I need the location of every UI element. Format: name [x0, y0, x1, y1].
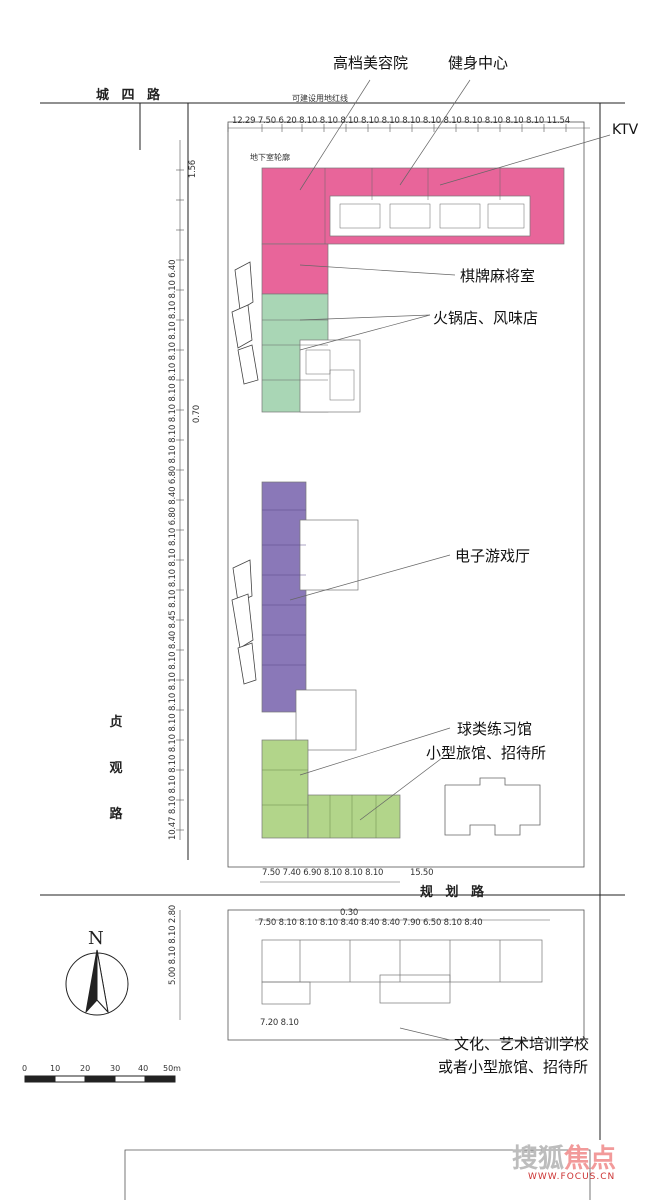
zone-arcade — [261, 481, 307, 713]
callout-arcade: 电子游戏厅 — [455, 547, 531, 565]
core-b — [299, 519, 359, 591]
dim-bottom-2: 15.50 — [410, 868, 434, 878]
scale-bar-graphic — [24, 1075, 176, 1083]
building-c — [261, 739, 401, 839]
building-b — [261, 481, 359, 751]
callout-hotel: 小型旅馆、招待所 — [426, 744, 547, 762]
scale-tick-10: 10 — [50, 1064, 61, 1073]
callout-ball: 球类练习馆 — [457, 720, 533, 738]
zone-ball-hotel-wing — [307, 794, 401, 839]
dim-left-inner-1: 1.56 — [188, 160, 198, 179]
redline-label: 可建设用地红线 — [292, 94, 348, 103]
dim-lower-left: 5.00 8.10 8.10 2.80 — [168, 905, 178, 986]
road-south-label: 规 划 路 — [420, 885, 489, 900]
callout-ktv: KTV — [612, 122, 639, 138]
callout-fitness: 健身中心 — [448, 54, 509, 72]
dim-lower-top: 7.50 8.10 8.10 8.10 8.40 8.40 8.40 7.90 … — [258, 918, 483, 928]
building-d — [261, 939, 543, 1005]
dim-top: 12.29 7.50 6.20 8.10 8.10 8.10 8.10 8.10… — [232, 116, 570, 126]
road-west-label: 贞 观 路 — [109, 715, 123, 822]
callout-mahjong: 棋牌麻将室 — [460, 267, 536, 285]
landscape-features — [231, 261, 259, 685]
callout-school-2: 或者小型旅馆、招待所 — [438, 1058, 589, 1076]
dim-left-inner-2: 0.70 — [192, 405, 202, 424]
adjacent-building — [444, 777, 541, 836]
dim-lower-bottom: 7.20 8.10 — [260, 1018, 299, 1028]
leader-lines — [289, 79, 611, 1041]
dimension-ticks — [176, 124, 567, 831]
zone-mahjong — [261, 243, 329, 295]
road-lines — [40, 102, 625, 1140]
north-arrow-symbol — [65, 949, 129, 1016]
scale-tick-0: 0 — [22, 1064, 28, 1073]
zone-ball-hotel — [261, 739, 309, 839]
dim-lower-mid: 0.30 — [340, 908, 359, 918]
building-a — [261, 167, 565, 413]
watermark-brand-1: 搜狐 — [512, 1144, 565, 1174]
dimension-lines — [179, 127, 590, 1020]
scale-tick-20: 20 — [80, 1064, 91, 1073]
callout-school-1: 文化、艺术培训学校 — [454, 1035, 590, 1053]
scale-tick-40: 40 — [138, 1064, 149, 1073]
scale-tick-30: 30 — [110, 1064, 121, 1073]
dim-bottom-1: 7.50 7.40 6.90 8.10 8.10 8.10 — [262, 868, 384, 878]
callout-hotpot: 火锅店、风味店 — [433, 309, 539, 327]
scale-tick-50m: 50m — [163, 1064, 181, 1073]
road-north-label: 城 四 路 — [96, 88, 165, 103]
basement-label: 地下室轮廓 — [250, 153, 290, 162]
site-boundary — [124, 121, 591, 1200]
callout-beauty: 高档美容院 — [333, 54, 409, 72]
watermark-brand: 搜狐焦点 — [512, 1138, 616, 1175]
watermark-brand-2: 焦点 — [564, 1144, 617, 1174]
north-arrow-label: N — [88, 928, 104, 949]
watermark-url: WWW.FOCUS.CN — [528, 1172, 616, 1182]
dim-left: 10.47 8.10 8.10 8.10 8.10 8.10 8.10 8.10… — [168, 259, 178, 840]
